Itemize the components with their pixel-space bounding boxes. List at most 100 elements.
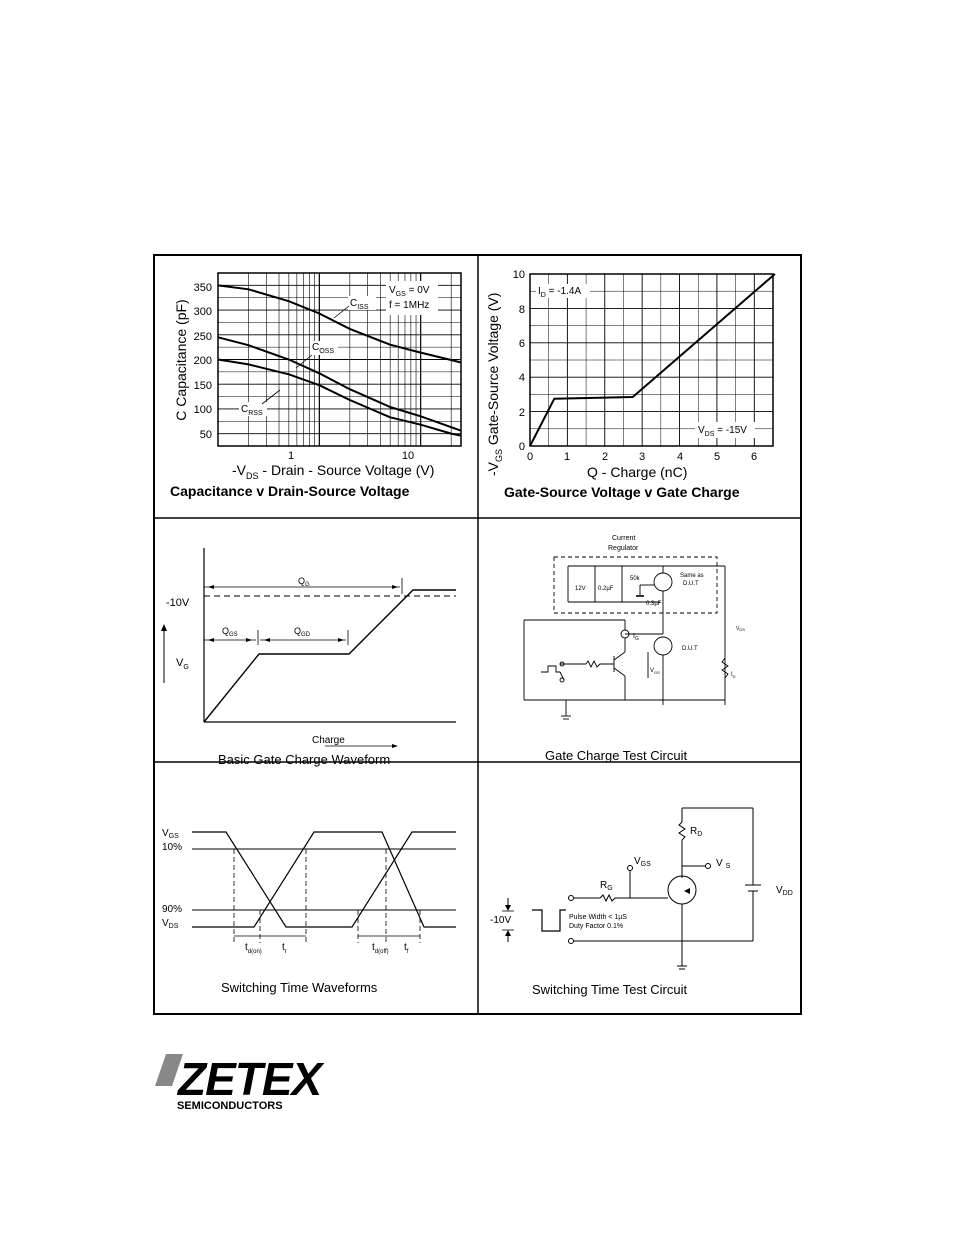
coss-label: COSS	[312, 342, 334, 355]
capacitance-chart: 350 300 250 200 150 100 50 1 10 VGS = 0V…	[170, 272, 462, 499]
cap-xlabel: -VDS - Drain - Source Voltage (V)	[232, 462, 434, 481]
series-line-coss	[217, 336, 462, 432]
basic-caption: Basic Gate Charge Waveform	[218, 752, 390, 767]
gate-xtick: 5	[714, 451, 720, 463]
id-label: ID	[731, 672, 736, 679]
sw-10pct-label: 10%	[162, 842, 182, 853]
sw-90pct-label: 90%	[162, 904, 182, 915]
crss-label: CRSS	[241, 404, 263, 417]
gate-plot-frame	[529, 273, 774, 447]
cap-caption: Capacitance v Drain-Source Voltage	[170, 483, 410, 499]
duty-factor-label: Duty Factor 0.1%	[569, 923, 623, 930]
ig-label: IG	[633, 633, 639, 642]
cap-xtick: 1	[288, 450, 294, 462]
gate-charge-line	[529, 273, 776, 447]
switching-time-waveforms	[192, 831, 456, 943]
crss-leader	[261, 389, 281, 405]
ciss-label: CISS	[350, 298, 369, 311]
gate-xtick: 2	[602, 451, 608, 463]
tdon-label: td(on)	[245, 942, 262, 955]
regulator-label-2: Regulator	[608, 545, 639, 552]
sc-v10-label: -10V	[490, 915, 511, 926]
logo-brand: ZETEX	[176, 1053, 325, 1105]
gate-series	[529, 273, 776, 447]
v10-label: -10V	[166, 597, 190, 609]
capacitance-y-ticks: 350 300 250 200 150 100 50	[194, 282, 212, 441]
tr-label: tr	[282, 942, 287, 955]
gate-xlabel: Q - Charge (nC)	[587, 464, 687, 480]
gate-xtick: 4	[677, 451, 683, 463]
gate-ytick: 10	[513, 269, 525, 281]
coss-label-bg	[310, 341, 338, 355]
basic-waveform-labels: QG QGS QGD -10V VG Charge Basic Gate Cha…	[166, 576, 390, 767]
gate-ytick: 2	[519, 407, 525, 419]
sc-vgs-label: VGS	[634, 856, 651, 868]
gate-xtick: 3	[639, 451, 645, 463]
rg-label: RG	[600, 880, 613, 892]
sw-vds-label: VDS	[162, 918, 179, 930]
same-as-label-2: D.U.T	[683, 581, 699, 587]
qgd-label: QGD	[294, 626, 311, 638]
panel-frame	[153, 254, 802, 1015]
vds-label: VDS	[736, 626, 745, 632]
gate-charge-chart: 10 8 6 4 2 0 0 1 2 3 4 5 6 ID = -1.4A VD…	[485, 269, 776, 500]
capacitance-series	[217, 284, 462, 437]
c03-label: 0.3µF	[646, 601, 662, 607]
series-line-ciss	[217, 284, 462, 364]
ciss-leader	[333, 305, 350, 319]
cap-cond-vgs: VGS = 0V	[389, 285, 430, 298]
rd-label: RD	[690, 826, 702, 838]
c02-label: 0.2µF	[598, 586, 614, 592]
cap-cond-f: f = 1MHz	[389, 300, 429, 311]
zetex-logo: ZETEX SEMICONDUCTORS	[155, 1053, 326, 1112]
cap-ytick: 350	[194, 282, 212, 294]
r50k-label: 50k	[630, 576, 641, 582]
cap-ytick: 150	[194, 380, 212, 392]
vdd-label: VDD	[776, 885, 793, 897]
cap-ytick: 50	[200, 429, 212, 441]
gate-test-circuit-labels: Current Regulator 12V 0.2µF 50k 0.3µF Sa…	[545, 535, 745, 763]
gate-ytick: 0	[519, 441, 525, 453]
conditions-box	[386, 281, 438, 315]
gate-grid	[530, 274, 773, 446]
gate-xtick: 0	[527, 451, 533, 463]
gate-cond-id: ID = -1.4A	[538, 286, 581, 299]
tf-label: tf	[404, 942, 409, 955]
test-circuit-caption: Gate Charge Test Circuit	[545, 748, 687, 763]
gate-ytick: 6	[519, 338, 525, 350]
basic-gate-charge-waveform	[163, 548, 456, 747]
gate-caption: Gate-Source Voltage v Gate Charge	[504, 484, 740, 500]
ciss-label-bg	[348, 296, 376, 310]
same-as-label-1: Same as	[680, 573, 704, 579]
cap-ylabel: C Capacitance (pF)	[173, 299, 189, 420]
switching-time-test-circuit	[502, 807, 761, 970]
gate-xtick: 1	[564, 451, 570, 463]
coss-leader	[295, 354, 313, 369]
logo-emblem-icon	[155, 1054, 183, 1086]
gate-charge-test-circuit	[523, 556, 729, 720]
switching-circuit-caption: Switching Time Test Circuit	[532, 982, 687, 997]
charge-label: Charge	[312, 735, 345, 746]
series-line-crss	[217, 358, 462, 437]
vgs-label: VGS	[650, 668, 660, 675]
switching-circuit-arrows	[505, 888, 690, 936]
cap-xtick: 10	[402, 450, 414, 462]
cap-ytick: 250	[194, 331, 212, 343]
qgs-label: QGS	[222, 626, 238, 638]
gate-cond-vds-bg	[695, 422, 755, 438]
gate-ytick: 8	[519, 304, 525, 316]
gate-ytick: 4	[519, 372, 525, 384]
v12-label: 12V	[575, 586, 586, 592]
regulator-label-1: Current	[612, 535, 635, 542]
basic-waveform-arrows	[161, 585, 398, 748]
dut-label: D.U.T	[682, 646, 698, 652]
vg-label: VG	[176, 657, 189, 671]
gate-cond-vds: VDS = -15V	[698, 425, 747, 438]
qg-label: QG	[298, 576, 310, 588]
logo-subtitle: SEMICONDUCTORS	[177, 1100, 283, 1112]
gate-cond-id-bg	[536, 284, 590, 298]
cap-ytick: 100	[194, 404, 212, 416]
